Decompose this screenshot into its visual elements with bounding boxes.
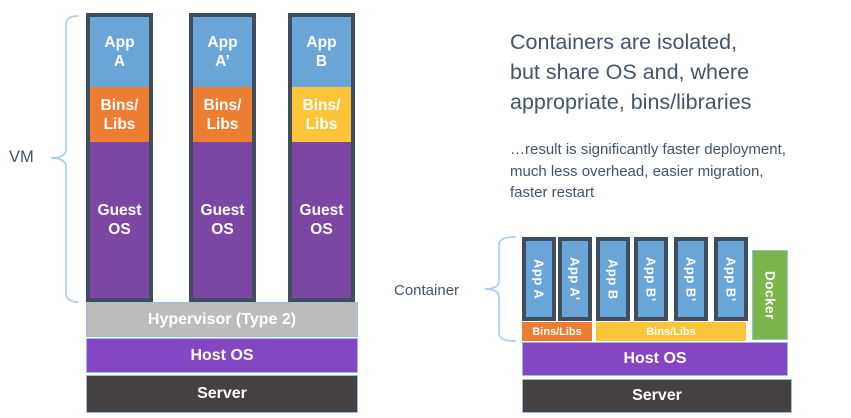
host-os-bar-left: Host OS — [86, 338, 358, 373]
server-bar-left: Server — [86, 375, 358, 413]
container-brace-icon — [484, 236, 516, 342]
app-label-line: App — [306, 34, 337, 51]
container-app-label: App B’ — [643, 256, 659, 302]
bins-label-line: Bins/ — [203, 96, 242, 114]
heading-line: appropriate, bins/libraries — [510, 90, 752, 114]
vm-label: VM — [9, 148, 34, 166]
bins-libs-block: Bins/ Libs — [292, 87, 351, 142]
container-app-b: App B — [596, 237, 630, 321]
heading-line: Containers are isolated, — [510, 30, 738, 54]
bins-label-line: Libs — [305, 115, 338, 133]
vm-stack-app-a: App A Bins/ Libs Guest OS — [86, 13, 153, 302]
bins-label-line: Bins/ — [100, 96, 139, 114]
app-label-line: A — [113, 53, 126, 70]
hypervisor-bar: Hypervisor (Type 2) — [86, 302, 358, 337]
guest-os-block: Guest OS — [292, 142, 351, 298]
guest-os-block: Guest OS — [193, 142, 252, 298]
bins-label-line: Bins/ — [302, 96, 341, 114]
container-label: Container — [394, 282, 460, 299]
container-app-a-prime: App A’ — [558, 237, 592, 321]
app-a-block: App A — [90, 17, 149, 87]
docker-block: Docker — [752, 250, 788, 340]
app-label-line: App — [104, 34, 135, 51]
host-os-bar-right: Host OS — [522, 342, 788, 376]
bins-libs-block: Bins/ Libs — [193, 87, 252, 142]
guest-os-label-line: OS — [211, 221, 234, 238]
guest-os-label-line: OS — [108, 221, 131, 238]
bins-label-line: Libs — [103, 115, 136, 133]
body-line: much less overhead, easier migration, — [510, 162, 764, 180]
shared-bins-libs-yellow: Bins/Libs — [596, 322, 746, 341]
app-b-block: App B — [292, 17, 351, 87]
container-app-label: App A’ — [567, 257, 583, 301]
container-app-label: App A — [531, 258, 547, 300]
vm-stack-app-b: App B Bins/ Libs Guest OS — [288, 13, 355, 302]
container-app-b-prime: App B’ — [674, 237, 708, 321]
container-app-b-prime: App B’ — [634, 237, 668, 321]
heading-text: Containers are isolated, but share OS an… — [510, 27, 840, 117]
guest-os-label-line: Guest — [200, 202, 245, 219]
container-app-label: App B’ — [683, 256, 699, 302]
app-label-line: B — [315, 53, 328, 70]
guest-os-label-line: Guest — [97, 202, 142, 219]
server-bar-right: Server — [522, 379, 792, 413]
guest-os-block: Guest OS — [90, 142, 149, 298]
docker-label: Docker — [762, 270, 778, 320]
guest-os-label-line: OS — [310, 221, 333, 238]
app-label-line: App — [207, 34, 238, 51]
container-app-label: App B’ — [723, 256, 739, 302]
body-line: faster restart — [510, 184, 595, 201]
app-a-prime-block: App A’ — [193, 17, 252, 87]
container-app-b-prime: App B’ — [714, 237, 748, 321]
guest-os-label-line: Guest — [299, 202, 344, 219]
app-label-line: A’ — [215, 53, 230, 70]
bins-label-line: Libs — [206, 115, 239, 133]
vm-brace-icon — [50, 15, 79, 303]
container-app-a: App A — [522, 237, 556, 321]
container-app-label: App B — [605, 258, 621, 300]
heading-line: but share OS and, where — [510, 60, 750, 84]
body-text: …result is significantly faster deployme… — [510, 139, 851, 204]
bins-libs-block: Bins/ Libs — [90, 87, 149, 142]
body-line: …result is significantly faster deployme… — [510, 141, 786, 158]
vm-stack-app-a-prime: App A’ Bins/ Libs Guest OS — [189, 13, 256, 302]
shared-bins-libs-orange: Bins/Libs — [522, 322, 592, 341]
